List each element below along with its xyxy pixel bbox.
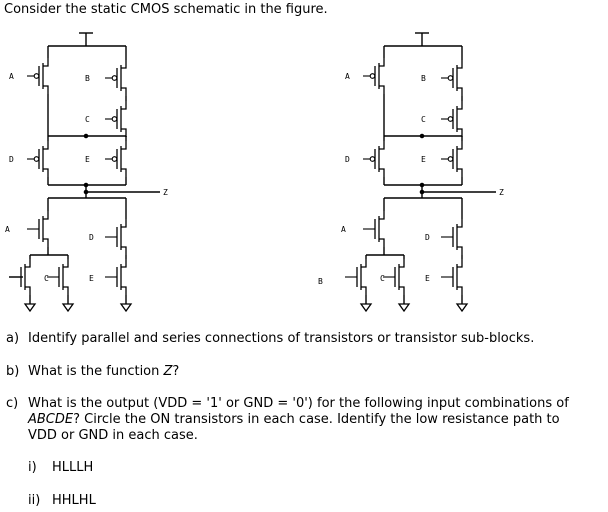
question-c-line3: VDD or GND in each case. bbox=[28, 428, 198, 443]
label-d-top: D bbox=[345, 155, 350, 164]
label-z: Z bbox=[163, 188, 168, 197]
left-schematic bbox=[8, 32, 160, 312]
label-a-top: A bbox=[345, 72, 350, 81]
left-labels: A B C D E Z A D C E bbox=[5, 72, 168, 283]
label-d-top: D bbox=[9, 155, 14, 164]
label-c-bot: C bbox=[44, 274, 49, 283]
label-c-top: C bbox=[421, 115, 426, 124]
question-a-text: Identify parallel and series connections… bbox=[28, 331, 535, 346]
question-a-marker: a) bbox=[6, 331, 20, 346]
right-labels: A B C D E Z A D B C E bbox=[318, 72, 504, 286]
right-schematic bbox=[344, 32, 496, 312]
case-ii-marker: ii) bbox=[28, 493, 41, 508]
label-a-bot: A bbox=[5, 225, 10, 234]
question-c-line1: What is the output (VDD = '1' or GND = '… bbox=[28, 396, 569, 411]
label-a-top: A bbox=[9, 72, 14, 81]
label-b-bot: B bbox=[318, 277, 323, 286]
intro-text: Consider the static CMOS schematic in th… bbox=[4, 2, 328, 17]
label-z: Z bbox=[499, 188, 504, 197]
label-d-bot: D bbox=[89, 233, 94, 242]
label-a-bot: A bbox=[341, 225, 346, 234]
label-e-bot: E bbox=[89, 274, 94, 283]
question-b-marker: b) bbox=[6, 364, 20, 379]
label-e-top: E bbox=[421, 155, 426, 164]
cmos-schematics: A B C D E Z A D C E bbox=[5, 32, 504, 312]
question-b-text: What is the function Z? bbox=[28, 364, 180, 379]
case-ii-value: HHLHL bbox=[52, 493, 96, 508]
label-b-top: B bbox=[421, 74, 426, 83]
label-c-bot: C bbox=[380, 274, 385, 283]
label-e-bot: E bbox=[425, 274, 430, 283]
question-c-line2: ABCDE? Circle the ON transistors in each… bbox=[28, 412, 560, 427]
label-c-top: C bbox=[85, 115, 90, 124]
label-d-bot: D bbox=[425, 233, 430, 242]
label-e-top: E bbox=[85, 155, 90, 164]
question-c-marker: c) bbox=[6, 396, 19, 411]
label-b-top: B bbox=[85, 74, 90, 83]
case-i-marker: i) bbox=[28, 460, 37, 475]
case-i-value: HLLLH bbox=[52, 460, 94, 475]
